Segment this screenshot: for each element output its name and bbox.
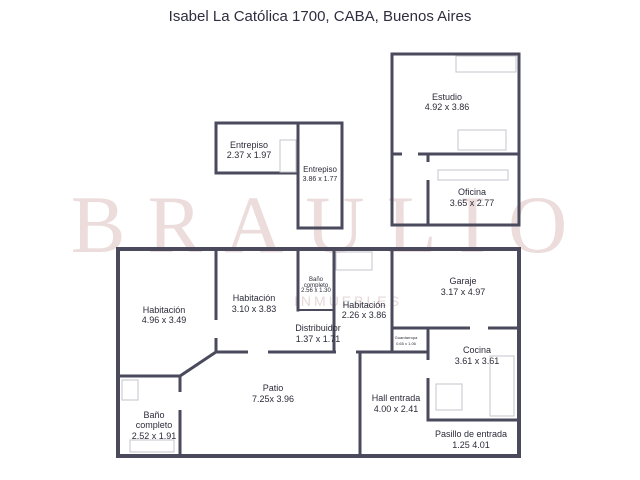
room-pasillo-dims: 1.25 4.01 bbox=[452, 440, 490, 450]
room-cocina-name: Cocina bbox=[463, 345, 491, 355]
garden-bed bbox=[129, 439, 175, 453]
wall-hab1-diagonal bbox=[177, 349, 219, 379]
room-entrepiso2-dims: 3.86 x 1.77 bbox=[303, 176, 338, 183]
room-habitacion1-name: Habitación bbox=[143, 305, 186, 315]
room-guardarropa-dims: 0.65 x 1.06 bbox=[396, 341, 417, 346]
room-garaje-dims: 3.17 x 4.97 bbox=[441, 287, 486, 297]
room-habitacion3-name: Habitación bbox=[343, 300, 386, 310]
room-habitacion2-dims: 3.10 x 3.83 bbox=[232, 304, 277, 314]
room-distribuidor-dims: 1.37 x 1.71 bbox=[296, 334, 341, 344]
hall-table bbox=[435, 383, 463, 411]
cocina-counter bbox=[489, 355, 515, 417]
room-oficina-name: Oficina bbox=[458, 187, 486, 197]
room-entrepiso2-name: Entrepiso bbox=[303, 165, 337, 174]
room-bano2-dims: 2.52 x 1.91 bbox=[132, 431, 177, 441]
wall-entrepiso-2 bbox=[296, 121, 344, 230]
room-entrepiso1-dims: 2.37 x 1.97 bbox=[227, 150, 272, 160]
room-oficina-dims: 3.65 x 2.77 bbox=[450, 198, 495, 208]
stairs-main bbox=[335, 251, 373, 271]
room-estudio-name: Estudio bbox=[432, 92, 462, 102]
room-entrepiso1-name: Entrepiso bbox=[230, 140, 268, 150]
stairs-entrepiso bbox=[279, 139, 297, 173]
furniture-hints bbox=[121, 55, 517, 453]
room-distribuidor-name: Distribuidor bbox=[295, 323, 341, 333]
room-hall-name: Hall entrada bbox=[372, 393, 421, 403]
bano-fixture bbox=[121, 379, 139, 401]
room-patio-dims: 7.25x 3.96 bbox=[252, 394, 294, 404]
sofa-estudio bbox=[457, 129, 507, 151]
room-labels: Estudio 4.92 x 3.86 Entrepiso 2.37 x 1.9… bbox=[132, 92, 507, 450]
room-habitacion1-dims: 4.96 x 3.49 bbox=[142, 315, 187, 325]
room-hall-dims: 4.00 x 2.41 bbox=[374, 404, 419, 414]
plan-title: Isabel La Católica 1700, CABA, Buenos Ai… bbox=[168, 8, 472, 25]
room-bano1-dims: 2.56 x 1.30 bbox=[301, 288, 331, 294]
watermark-sub: INMUEBLES bbox=[294, 293, 402, 309]
desk-oficina bbox=[437, 169, 509, 181]
room-garaje-name: Garaje bbox=[449, 276, 476, 286]
room-estudio-dims: 4.92 x 3.86 bbox=[425, 102, 470, 112]
door-openings bbox=[177, 151, 488, 410]
wall-estudio-block bbox=[390, 52, 521, 227]
desk-estudio bbox=[455, 55, 517, 73]
room-patio-name: Patio bbox=[263, 383, 284, 393]
room-guardarropa-name: Guardarropa bbox=[395, 335, 418, 340]
room-habitacion2-name: Habitación bbox=[233, 293, 276, 303]
wall-main-outline bbox=[116, 247, 521, 458]
room-pasillo-name: Pasillo de entrada bbox=[435, 429, 507, 439]
walls bbox=[116, 52, 521, 458]
room-cocina-dims: 3.61 x 3.61 bbox=[455, 356, 500, 366]
room-habitacion3-dims: 2.26 x 3.86 bbox=[342, 310, 387, 320]
